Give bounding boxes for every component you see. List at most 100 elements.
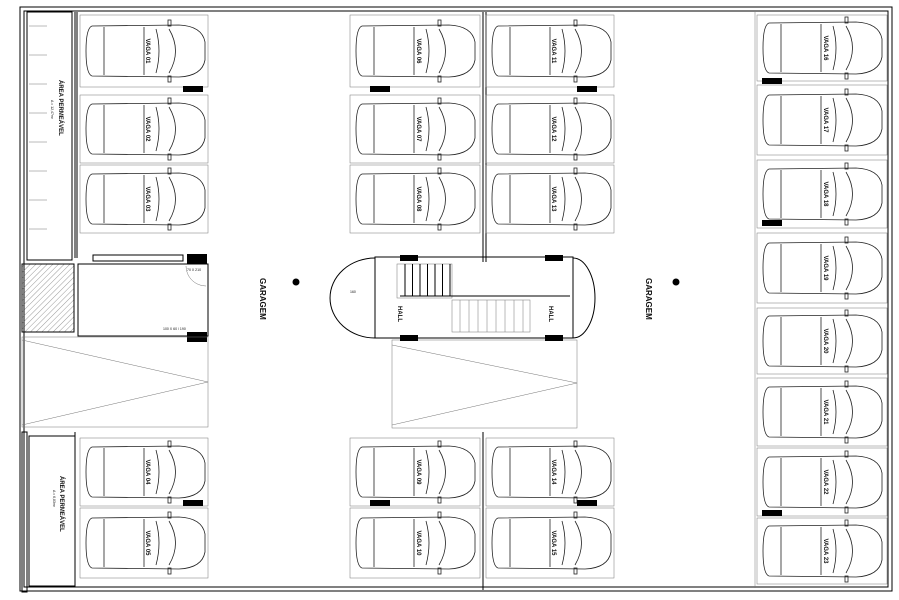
parking-space-label: VAGA 09: [415, 459, 421, 485]
parking-space-label: VAGA 14: [550, 459, 556, 485]
hall-label: HALL: [396, 306, 402, 322]
inner-wall: [23, 10, 889, 588]
car-icon: [85, 440, 206, 504]
car-icon: [85, 511, 206, 575]
parking-space: VAGA 22: [756, 447, 888, 517]
parking-space-label: VAGA 03: [144, 186, 150, 212]
parking-space: VAGA 06: [349, 14, 481, 88]
parking-space: VAGA 07: [349, 94, 481, 164]
parking-space: VAGA 11: [485, 14, 615, 88]
ramp-center: [391, 339, 578, 429]
parking-space: VAGA 04: [79, 437, 209, 507]
pillar: [577, 86, 597, 92]
door-label: 70 X 210: [187, 268, 201, 272]
parking-space: VAGA 09: [349, 437, 481, 507]
parking-space-label: VAGA 18: [822, 181, 828, 207]
car-icon: [491, 167, 612, 231]
parking-space: VAGA 19: [756, 232, 888, 304]
ramp-left: [21, 336, 209, 428]
outer-wall: [19, 6, 893, 592]
stair-dimension: 160: [350, 290, 356, 294]
permeable-area-top: ÁREA PERMEÁVEL A = 12,47m²: [26, 11, 78, 261]
parking-space-label: VAGA 17: [822, 107, 828, 133]
level-marker-icon: [672, 278, 680, 286]
window-label: 100 X 60 / 190: [163, 327, 186, 331]
parking-space-label: VAGA 07: [415, 116, 421, 142]
car-icon: [762, 16, 883, 80]
storage-room: 70 X 210 100 X 60 / 190: [77, 254, 209, 342]
parking-space: VAGA 02: [79, 94, 209, 164]
parking-space-label: VAGA 02: [144, 116, 150, 142]
parking-space-label: VAGA 11: [550, 39, 556, 64]
parking-space: VAGA 16: [756, 14, 888, 82]
parking-space-label: VAGA 22: [822, 469, 828, 495]
parking-space: VAGA 08: [349, 164, 481, 234]
car-icon: [762, 162, 883, 226]
level-marker-icon: [292, 278, 300, 286]
car-icon: [762, 88, 883, 152]
parking-space: VAGA 10: [349, 507, 481, 579]
car-icon: [762, 236, 883, 300]
pillar: [183, 86, 203, 92]
parking-space-label: VAGA 21: [822, 399, 828, 425]
car-icon: [85, 167, 206, 231]
pillar: [577, 500, 597, 506]
car-icon: [491, 440, 612, 504]
garage-label: GARAGEM: [644, 278, 653, 320]
car-icon: [355, 440, 476, 504]
parking-space-label: VAGA 05: [144, 530, 150, 556]
car-icon: [762, 519, 883, 583]
car-icon: [762, 309, 883, 373]
parking-space: VAGA 05: [79, 507, 209, 579]
car-icon: [355, 511, 476, 575]
permeable-area-title: ÁREA PERMEÁVEL: [57, 80, 64, 136]
pillar: [762, 220, 782, 226]
permeable-area-title: ÁREA PERMEÁVEL: [58, 476, 65, 532]
parking-space-label: VAGA 19: [822, 255, 828, 281]
hall-label: HALL: [547, 306, 553, 322]
parking-space: VAGA 03: [79, 164, 209, 234]
parking-space-label: VAGA 08: [415, 186, 421, 212]
pillar: [370, 500, 390, 506]
parking-space: VAGA 14: [485, 437, 615, 507]
parking-space-label: VAGA 06: [415, 38, 421, 64]
parking-space-label: VAGA 10: [415, 530, 421, 556]
car-icon: [85, 97, 206, 161]
pillar: [183, 500, 203, 506]
permeable-area-value: A = 6,83m²: [52, 490, 56, 508]
car-icon: [762, 380, 883, 444]
hatched-shaft: [21, 263, 75, 333]
permeable-area-bottom: ÁREA PERMEÁVEL A = 6,83m²: [21, 431, 76, 593]
parking-space: VAGA 13: [485, 164, 615, 234]
car-icon: [355, 19, 476, 83]
parking-space: VAGA 12: [485, 94, 615, 164]
car-icon: [355, 167, 476, 231]
parking-space: VAGA 17: [756, 84, 888, 156]
parking-space-label: VAGA 01: [144, 38, 150, 64]
parking-space: VAGA 18: [756, 159, 888, 229]
parking-space-label: VAGA 12: [550, 116, 556, 142]
garage-label: GARAGEM: [258, 278, 267, 320]
stair-core: 160 HALL HALL: [329, 255, 596, 341]
parking-space: VAGA 23: [756, 517, 888, 585]
permeable-area-value: A = 12,47m²: [50, 100, 54, 120]
parking-space-label: VAGA 13: [550, 186, 556, 212]
parking-space-label: VAGA 23: [822, 538, 828, 564]
parking-space-label: VAGA 15: [550, 530, 556, 556]
parking-space-label: VAGA 20: [822, 328, 828, 354]
car-icon: [491, 97, 612, 161]
car-icon: [491, 511, 612, 575]
pillar: [762, 510, 782, 516]
pillar: [370, 86, 390, 92]
parking-space: VAGA 15: [485, 507, 615, 579]
car-icon: [762, 450, 883, 514]
parking-space: VAGA 21: [756, 377, 888, 447]
car-icon: [491, 19, 612, 83]
car-icon: [355, 97, 476, 161]
parking-space-label: VAGA 04: [144, 459, 150, 485]
car-icon: [85, 19, 206, 83]
parking-space: VAGA 01: [79, 14, 209, 88]
parking-space-label: VAGA 16: [822, 35, 828, 61]
pillar: [762, 78, 782, 84]
